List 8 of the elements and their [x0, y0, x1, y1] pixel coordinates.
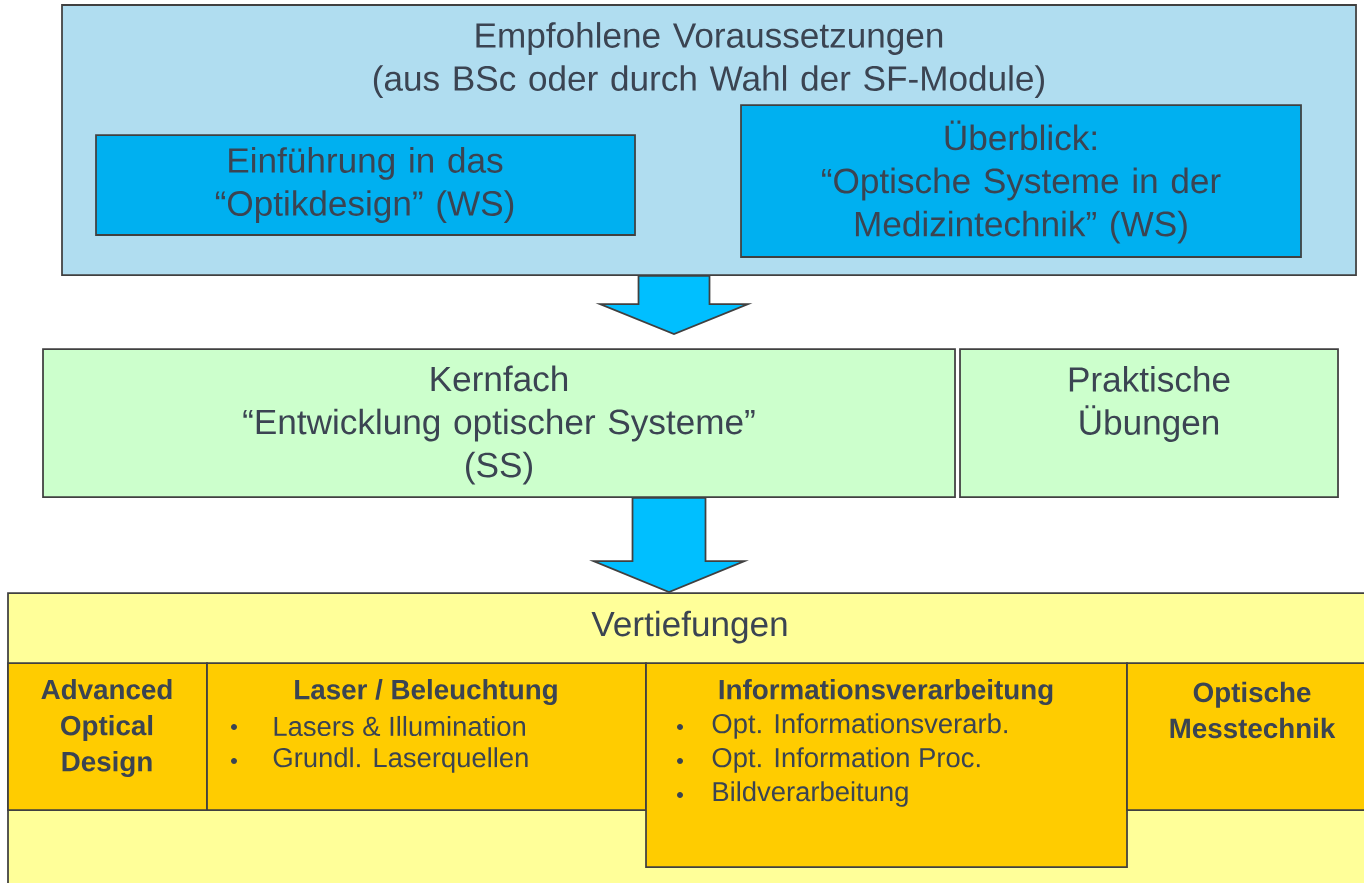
practice-box: Praktische Übungen: [959, 348, 1339, 498]
specialisation-box: Advanced Optical Design: [7, 662, 208, 811]
module-box: Einführung in das “Optikdesign” (WS): [95, 134, 636, 236]
module-box: Überblick: “Optische Systeme in der Medizintechnik” (WS): [740, 104, 1302, 258]
core-subject-box: Kernfach “Entwicklung optischer Systeme” (SS): [42, 348, 956, 498]
block-arrow: [595, 275, 753, 336]
block-arrow: [589, 497, 749, 594]
specialisation-box: Optische Messtechnik: [1126, 662, 1364, 811]
